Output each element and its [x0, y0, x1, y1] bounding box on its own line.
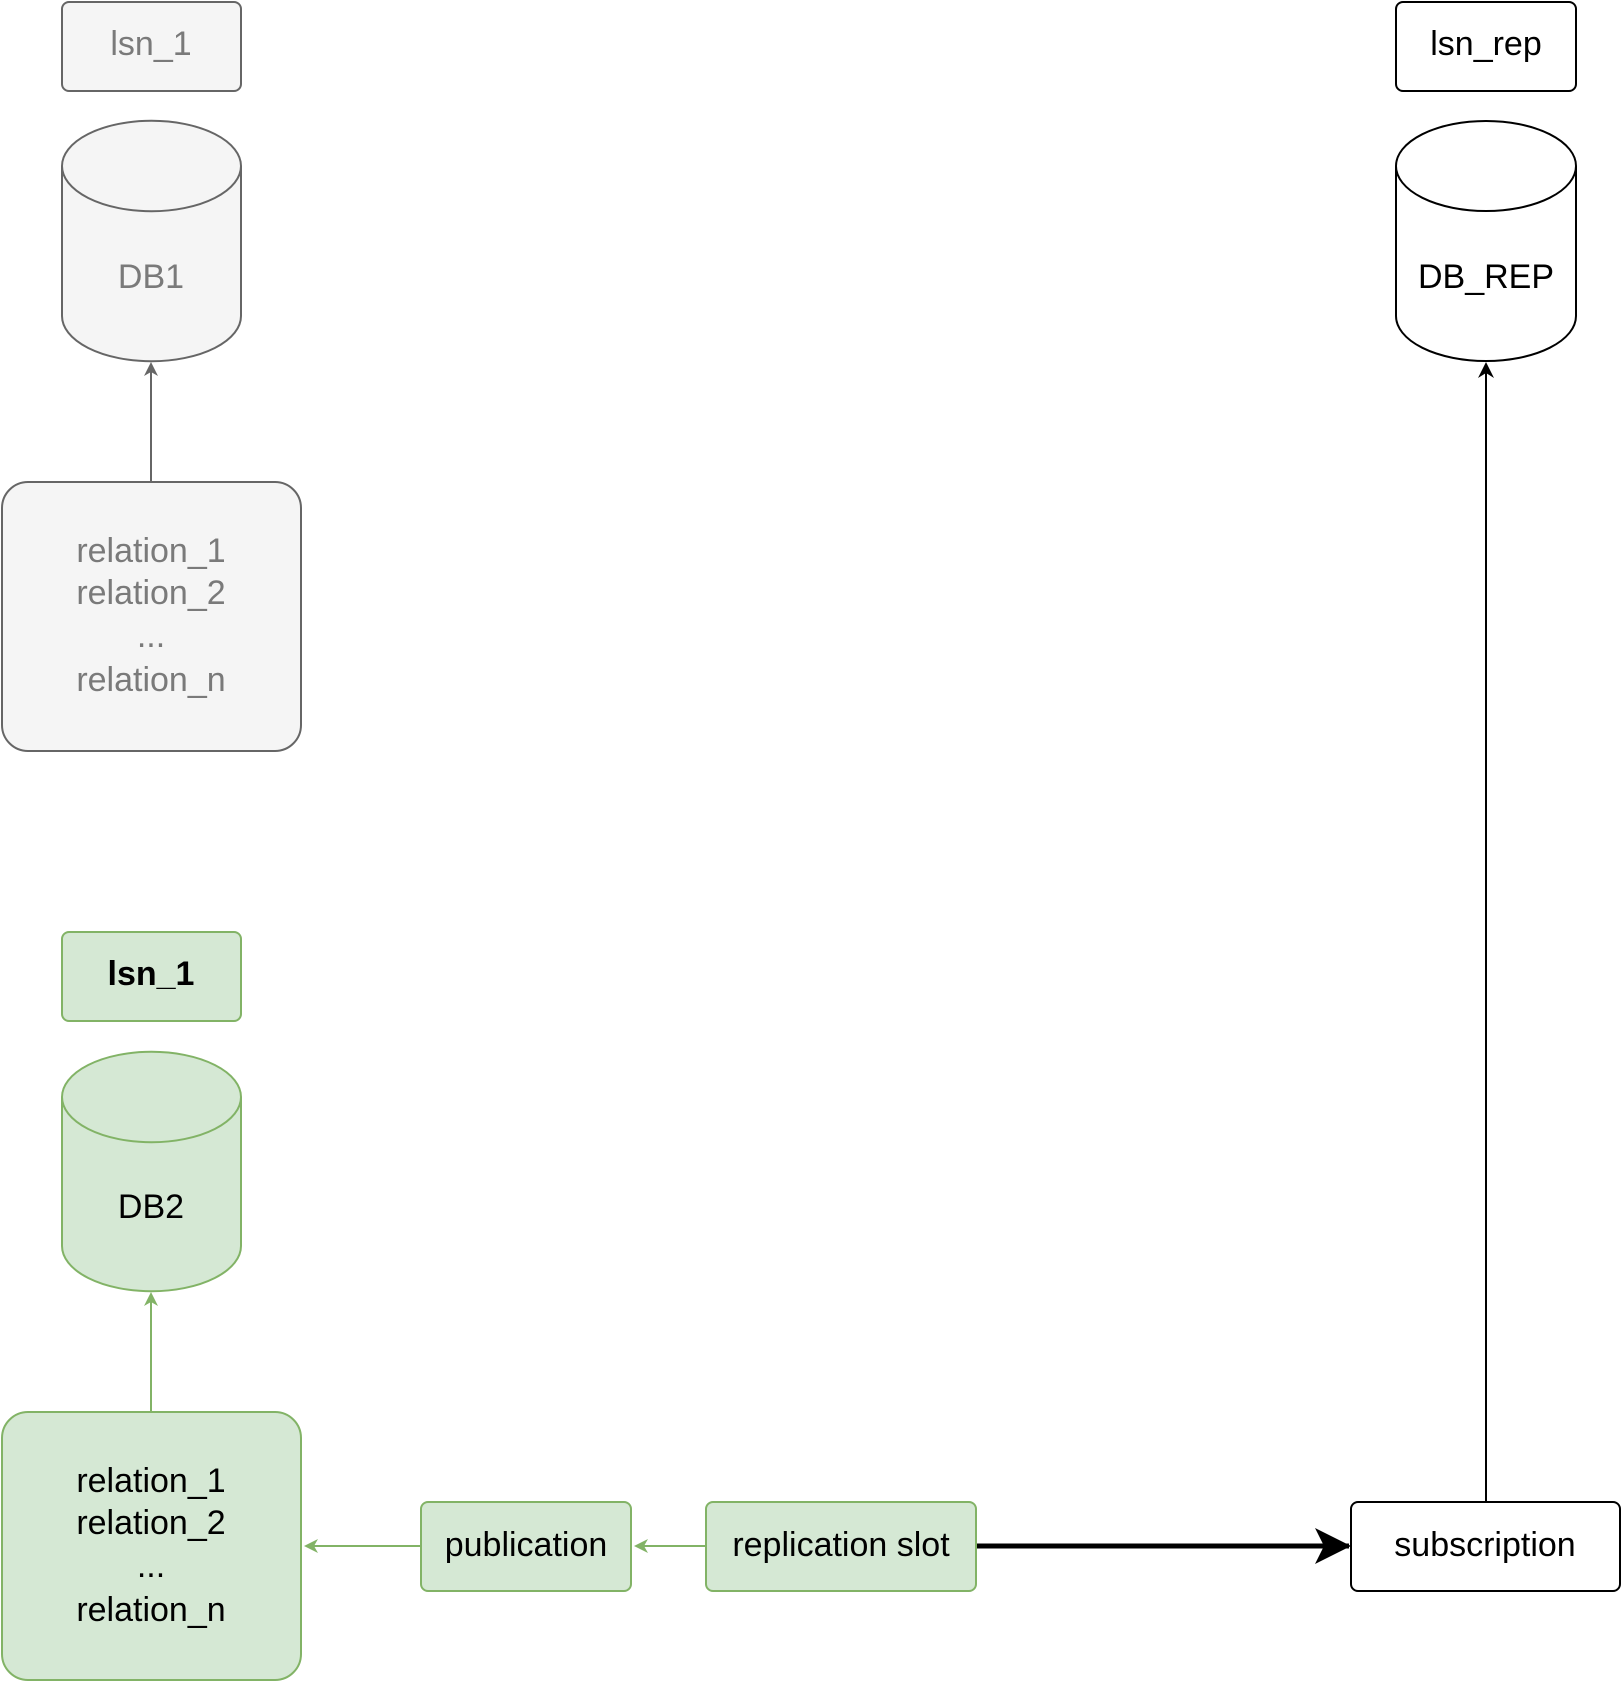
db2-relation-ellipsis: ...	[137, 1547, 165, 1585]
db2-relation-n: relation_n	[76, 1591, 225, 1629]
db2-lsn-box: lsn_1	[61, 931, 242, 1022]
rep-lsn-box: lsn_rep	[1395, 1, 1577, 92]
db1-lsn-box: lsn_1	[61, 1, 242, 92]
publication-box: publication	[420, 1501, 632, 1592]
db2-relation-1: relation_1	[76, 1462, 225, 1500]
db1-relations-box: relation_1 relation_2 ... relation_n	[1, 481, 302, 752]
rep-database-cylinder: DB_REP	[1395, 120, 1577, 362]
subscription-label: subscription	[1394, 1526, 1575, 1564]
replication-slot-box: replication slot	[705, 1501, 977, 1592]
db2-database-cylinder: DB2	[61, 1050, 242, 1293]
db1-relation-1: relation_1	[76, 532, 225, 570]
db2-lsn-label: lsn_1	[108, 955, 195, 993]
db1-relation-2: relation_2	[76, 574, 225, 612]
rep-database-label: DB_REP	[1418, 258, 1554, 296]
publication-label: publication	[445, 1526, 608, 1564]
db2-relation-2: relation_2	[76, 1504, 225, 1542]
db1-lsn-label: lsn_1	[110, 25, 191, 63]
db1-relation-n: relation_n	[76, 661, 225, 699]
replication-slot-label: replication slot	[732, 1526, 950, 1564]
rep-lsn-label: lsn_rep	[1430, 25, 1542, 63]
db1-database-cylinder: DB1	[61, 119, 242, 363]
db2-database-label: DB2	[118, 1188, 184, 1226]
db1-relation-ellipsis: ...	[137, 617, 165, 655]
db2-relations-box: relation_1 relation_2 ... relation_n	[1, 1411, 302, 1681]
subscription-box: subscription	[1350, 1501, 1621, 1592]
db1-database-label: DB1	[118, 258, 184, 296]
